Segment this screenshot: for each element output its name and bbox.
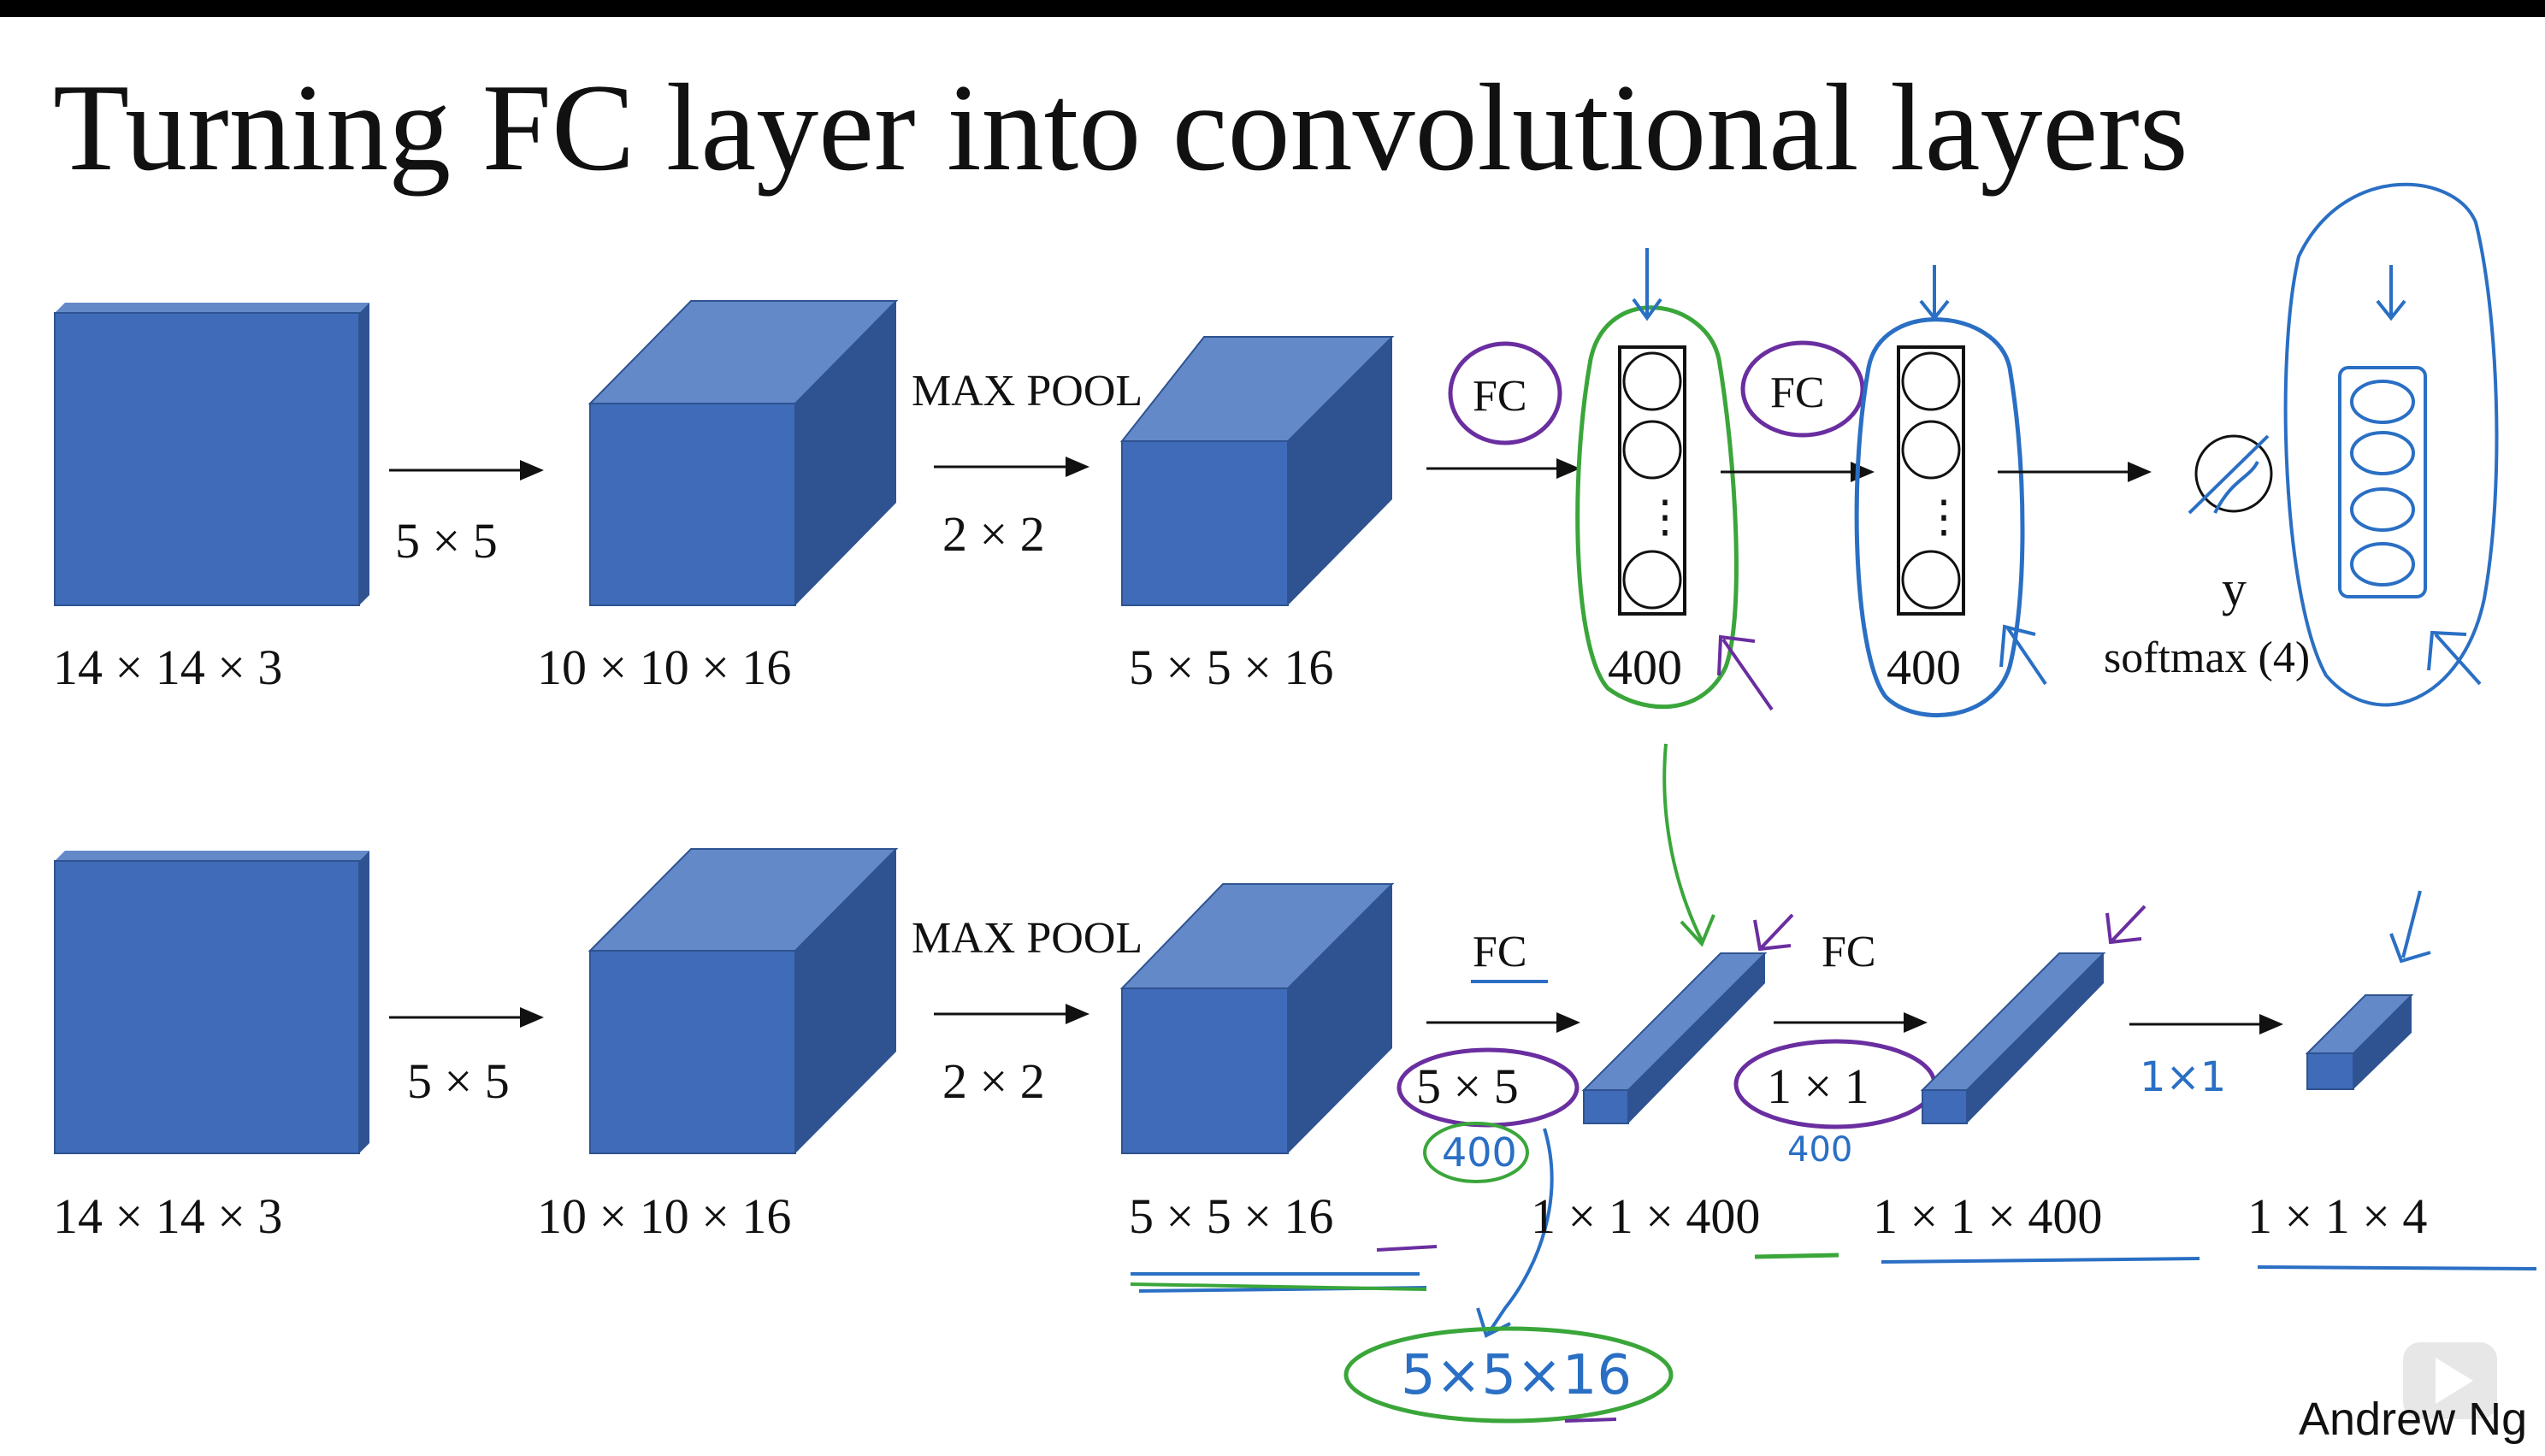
top-pool-name: MAX POOL (912, 367, 1143, 416)
top-layer2-ellipsis: ⋮ (1922, 493, 1966, 542)
bottom-filters-400-a: 400 (1442, 1129, 1517, 1176)
bottom-fc1-filter: 5 × 5 (1416, 1058, 1519, 1114)
bottom-conv-volume (588, 848, 899, 1154)
top-fc2-circle (1740, 340, 1865, 438)
top-fc1-arrow (1426, 458, 1580, 479)
bottom-pool-arrow (934, 1004, 1089, 1024)
bottom-pool-size: 2 × 2 (942, 1053, 1045, 1109)
top-layer1-down-arrow (1632, 248, 1662, 321)
bottom-pool-name: MAX POOL (912, 914, 1143, 963)
top-layer2-blue-highlight (1854, 317, 2025, 718)
bottom-filters-400-b: 400 (1787, 1130, 1852, 1170)
bottom-fc1-volume-arrow (1753, 913, 1794, 952)
play-watermark-icon (2403, 1342, 2497, 1419)
bottom-vol2-label: 10 × 10 × 16 (537, 1188, 791, 1244)
top-conv-label: 5 × 5 (395, 513, 498, 569)
bottom-fc2-filter: 1 × 1 (1767, 1058, 1869, 1114)
bottom-output-arrow (2129, 1014, 2283, 1035)
bottom-vol5-label: 1 × 1 × 400 (1873, 1188, 2102, 1244)
bottom-vol5-underline (1881, 1257, 2200, 1264)
top-output-arrow (1998, 462, 2152, 482)
top-fc1-circle (1448, 341, 1562, 445)
top-output-label: softmax (4) (2104, 634, 2310, 682)
top-output-node (2194, 434, 2273, 513)
top-pool-size: 2 × 2 (942, 506, 1045, 562)
top-vol3-label: 5 × 5 × 16 (1129, 640, 1333, 695)
top-vol2-label: 10 × 10 × 16 (537, 640, 791, 695)
author-credit: Andrew Ng (2299, 1394, 2527, 1445)
bottom-conv-label: 5 × 5 (407, 1053, 510, 1109)
top-input-volume (54, 303, 369, 606)
bottom-fc1-volume-bar (1581, 952, 1768, 1124)
bottom-fc1-label: FC (1473, 928, 1527, 976)
top-layer2-blue-arrow (1999, 624, 2047, 686)
top-fc2-label: FC (1770, 368, 1825, 417)
bottom-vol6-label: 1 × 1 × 4 (2247, 1188, 2427, 1244)
bottom-vol4-label: 1 × 1 × 400 (1531, 1188, 1760, 1244)
bottom-vol3-label: 5 × 5 × 16 (1129, 1188, 1333, 1244)
bottom-filter-shape: 5×5×16 (1401, 1344, 1632, 1407)
top-conv-arrow (389, 460, 544, 480)
top-layer2-units: 400 (1887, 640, 1961, 695)
top-fc-layer-1 (1618, 345, 1686, 616)
top-softmax-handwritten-units (2283, 182, 2499, 707)
bottom-vol6-underline (2257, 1265, 2537, 1270)
bottom-output-volume (2305, 994, 2414, 1090)
bottom-pool-volume (1119, 883, 1395, 1154)
top-output-symbol: y (2222, 561, 2247, 616)
bottom-fc2-volume-bar (1920, 952, 2106, 1124)
bottom-vol1-label: 14 × 14 × 3 (53, 1188, 282, 1244)
bottom-vol3-purple-mark (1376, 1245, 1438, 1252)
top-layer1-green-highlight (1575, 305, 1739, 710)
top-layer1-units: 400 (1608, 640, 1682, 695)
bottom-vol4-green-underline (1754, 1253, 1839, 1259)
top-fc1-label: FC (1473, 372, 1527, 421)
bottom-filter-shape-mark (1564, 1418, 1617, 1423)
bottom-conv-arrow (389, 1007, 544, 1028)
bottom-fc2-label: FC (1822, 928, 1876, 976)
bottom-output-arrow-hand (2389, 890, 2431, 964)
connector-green-arrow (1662, 743, 1715, 947)
top-border-bar (0, 0, 2545, 17)
top-pool-volume (1119, 336, 1395, 606)
top-vol1-label: 14 × 14 × 3 (53, 640, 282, 695)
bottom-filter-shape-circle (1343, 1326, 1674, 1424)
slide-title: Turning FC layer into convolutional laye… (53, 58, 2188, 197)
top-fc2-arrow (1721, 462, 1875, 482)
bottom-vol3-green-underline (1130, 1282, 1427, 1291)
top-output-scribble (2188, 434, 2270, 515)
bottom-fc2-volume-arrow (2105, 905, 2146, 945)
bottom-input-volume (54, 851, 369, 1154)
top-layer1-ellipsis: ⋮ (1643, 493, 1687, 542)
bottom-fc1-arrow (1426, 1012, 1580, 1033)
top-layer1-purple-arrow (1717, 634, 1774, 711)
top-fc-layer-2 (1897, 345, 1965, 616)
top-layer2-down-arrow (1919, 265, 1950, 321)
top-pool-arrow (934, 457, 1089, 477)
bottom-conv-1x1: 1×1 (2140, 1053, 2226, 1101)
bottom-fc2-arrow (1774, 1012, 1928, 1033)
top-conv-volume (588, 300, 899, 606)
bottom-filters-400-circle (1423, 1122, 1529, 1183)
